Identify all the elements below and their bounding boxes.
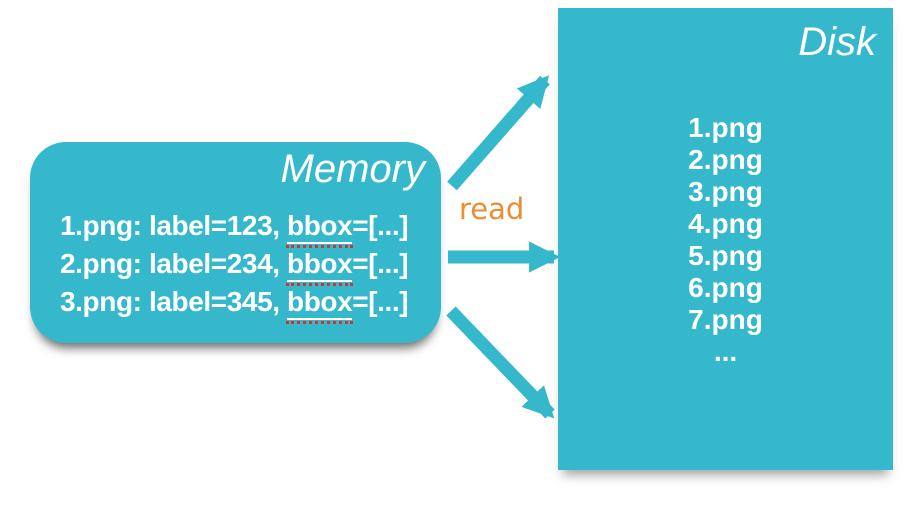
memory-row-text: =[...] — [352, 248, 409, 279]
memory-row-bbox-term: bbox — [287, 286, 353, 320]
memory-row: 2.png: label=234, bbox=[...] — [60, 245, 409, 283]
disk-file-ellipsis: ... — [713, 336, 738, 367]
disk-title: Disk — [798, 20, 876, 64]
read-label: read — [459, 192, 525, 226]
read-arrow-down — [446, 306, 555, 419]
disk-file: 6.png — [688, 272, 763, 303]
disk-box: Disk 1.png 2.png 3.png 4.png 5.png 6.png… — [558, 8, 893, 470]
memory-row-bbox-term: bbox — [287, 248, 353, 282]
memory-row-text: =[...] — [352, 210, 409, 241]
disk-file: 5.png — [688, 240, 763, 271]
memory-title: Memory — [280, 147, 425, 191]
disk-file: 4.png — [688, 208, 763, 239]
memory-row-text: 2.png: label=234, — [60, 248, 287, 279]
memory-row: 1.png: label=123, bbox=[...] — [60, 207, 409, 245]
disk-file: 3.png — [688, 176, 763, 207]
memory-row-text: 1.png: label=123, — [60, 210, 287, 241]
memory-row-text: 3.png: label=345, — [60, 286, 287, 317]
memory-file-list: 1.png: label=123, bbox=[...] 2.png: labe… — [60, 207, 409, 321]
read-arrow-up — [447, 75, 550, 191]
disk-file-list: 1.png 2.png 3.png 4.png 5.png 6.png 7.pn… — [558, 112, 893, 368]
disk-file: 7.png — [688, 304, 763, 335]
memory-row: 3.png: label=345, bbox=[...] — [60, 283, 409, 321]
memory-row-text: =[...] — [352, 286, 409, 317]
memory-row-bbox-term: bbox — [287, 210, 353, 244]
memory-box: Memory 1.png: label=123, bbox=[...] 2.pn… — [30, 142, 441, 343]
disk-file: 1.png — [688, 112, 763, 143]
disk-file: 2.png — [688, 144, 763, 175]
